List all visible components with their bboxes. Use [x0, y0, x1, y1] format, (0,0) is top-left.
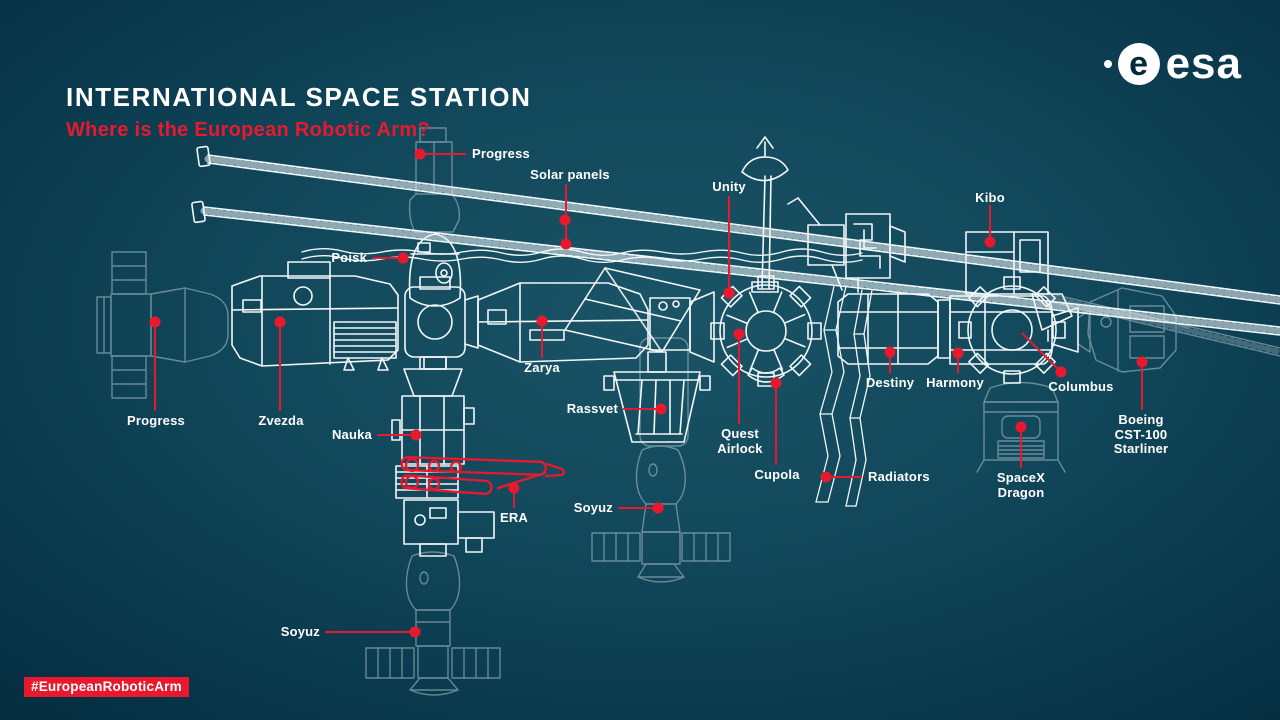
columbus-drawing	[958, 276, 1079, 384]
label-cupola: Cupola	[754, 467, 800, 482]
soyuz-bottom-drawing	[365, 551, 501, 696]
label-era: ERA	[499, 510, 529, 525]
main-line-work	[191, 136, 1280, 557]
era-drawing	[400, 456, 566, 495]
cupola-drawing	[747, 367, 785, 383]
truss-beam-lower	[191, 200, 1280, 336]
label-unity: Unity	[712, 179, 746, 194]
label-quest-airlock: Quest Airlock	[717, 426, 763, 456]
label-progress-left: Progress	[127, 413, 185, 428]
label-soyuz-middle: Soyuz	[573, 500, 613, 515]
destiny-drawing	[837, 293, 951, 365]
label-destiny: Destiny	[865, 375, 915, 390]
truss-beam-upper	[196, 145, 1280, 305]
esa-logo-wordmark: esa	[1165, 39, 1242, 88]
label-nauka: Nauka	[331, 427, 372, 442]
esa-logo: e esa	[1103, 39, 1242, 88]
label-harmony: Harmony	[926, 375, 984, 390]
leader-lines	[149, 148, 1148, 638]
page-title: INTERNATIONAL SPACE STATION	[66, 82, 532, 112]
label-radiators: Radiators	[868, 469, 930, 484]
label-spacex-dragon: SpaceX Dragon	[996, 470, 1046, 500]
faded-elements	[96, 127, 1280, 696]
page-subtitle: Where is the European Robotic Arm?	[66, 119, 430, 141]
label-solar-panels: Solar panels	[530, 167, 610, 182]
label-kibo: Kibo	[975, 190, 1005, 205]
antenna-mast-drawing	[741, 136, 789, 293]
esa-logo-globe-icon: e	[1117, 43, 1160, 85]
progress-top-drawing	[408, 127, 461, 233]
rassvet-cylinder	[639, 337, 689, 447]
esa-logo-dot-icon	[1103, 60, 1112, 68]
label-progress-top: Progress	[472, 146, 530, 161]
label-soyuz-bottom: Soyuz	[280, 624, 320, 639]
label-zvezda: Zvezda	[258, 413, 304, 428]
poisk-drawing	[408, 233, 462, 307]
progress-left-drawing	[96, 251, 229, 399]
label-zarya: Zarya	[524, 360, 560, 375]
rassvet-frame-drawing	[603, 371, 711, 443]
zarya-drawing	[477, 267, 701, 363]
label-boeing-starliner: Boeing CST-100 Starliner	[1113, 412, 1169, 457]
pma1-drawing	[647, 291, 715, 373]
label-columbus: Columbus	[1048, 379, 1114, 394]
zvezda-drawing	[231, 261, 399, 371]
z1-truss-drawing	[787, 197, 906, 293]
label-rassvet: Rassvet	[566, 401, 618, 416]
label-poisk: Poisk	[331, 250, 367, 265]
zvezda-node-drawing	[404, 276, 479, 370]
hashtag-badge: #EuropeanRoboticArm	[24, 677, 189, 697]
unity-quest-ring-drawing	[710, 275, 822, 387]
spacex-dragon-drawing	[976, 381, 1066, 473]
